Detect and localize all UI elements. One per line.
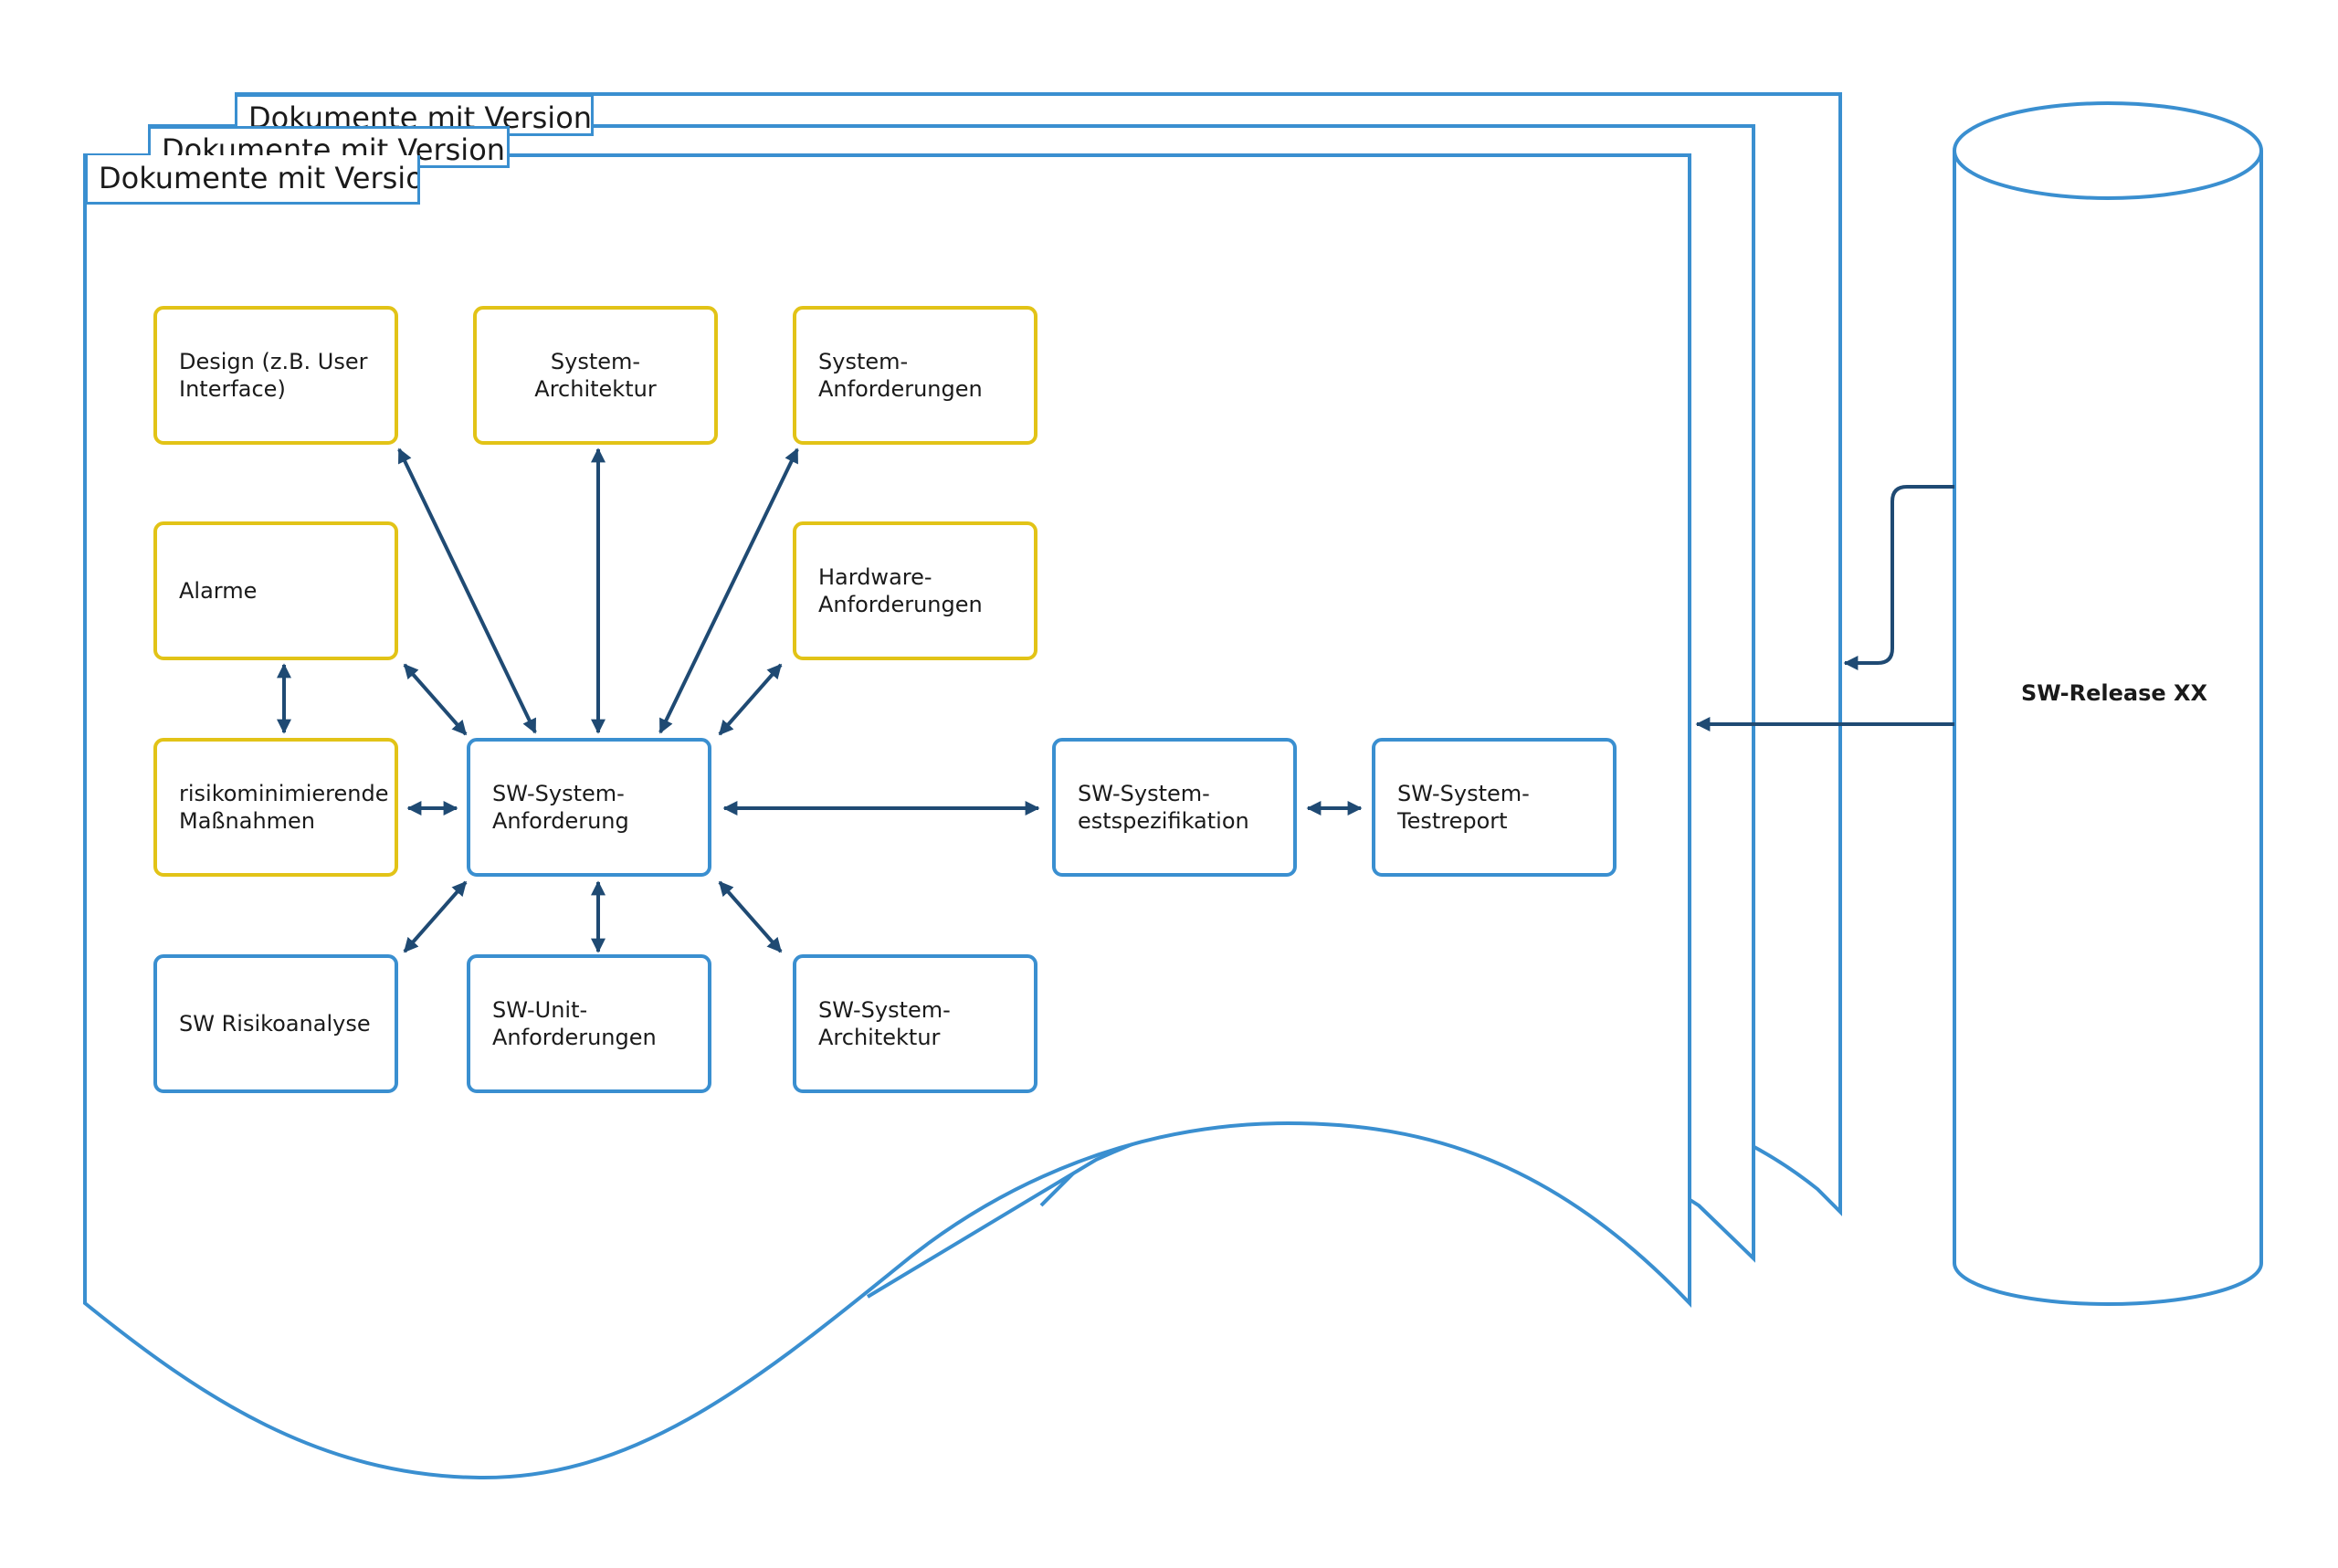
node-sw-system-testreport: SW-System- Testreport [1372,738,1617,877]
arrow-alarme-anforderung [403,663,468,736]
node-system-anforderungen: System- Anforderungen [793,306,1037,445]
node-design: Design (z.B. User Interface) [153,306,398,445]
node-sw-unit-anforderungen: SW-Unit- Anforderungen [467,954,711,1093]
database-cylinder [1953,101,2263,1306]
arrow-hardware-anforderung [718,663,783,736]
node-sw-system-testspezifikation: SW-System- estspezifikation [1052,738,1297,877]
node-sw-risikoanalyse: SW Risikoanalyse [153,954,398,1093]
database-label: SW-Release XX [2020,680,2208,706]
node-risikominimierende-massnahmen: risikominimierende Maßnahmen [153,738,398,877]
arrow-anforderung-risikoanalyse [403,880,468,953]
node-hardware-anforderungen: Hardware- Anforderungen [793,521,1037,660]
node-alarme: Alarme [153,521,398,660]
arrow-anforderung-swarchitektur [718,880,783,953]
document-tab-front: Dokumente mit Version [85,155,420,205]
node-system-architektur: System-Architektur [473,306,718,445]
connector-db-to-back-document [1843,485,1954,670]
arrow-design-anforderung [397,447,537,734]
node-sw-system-anforderung: SW-System- Anforderung [467,738,711,877]
arrow-systemanforderungen-anforderung [658,447,799,734]
node-sw-system-architektur: SW-System- Architektur [793,954,1037,1093]
